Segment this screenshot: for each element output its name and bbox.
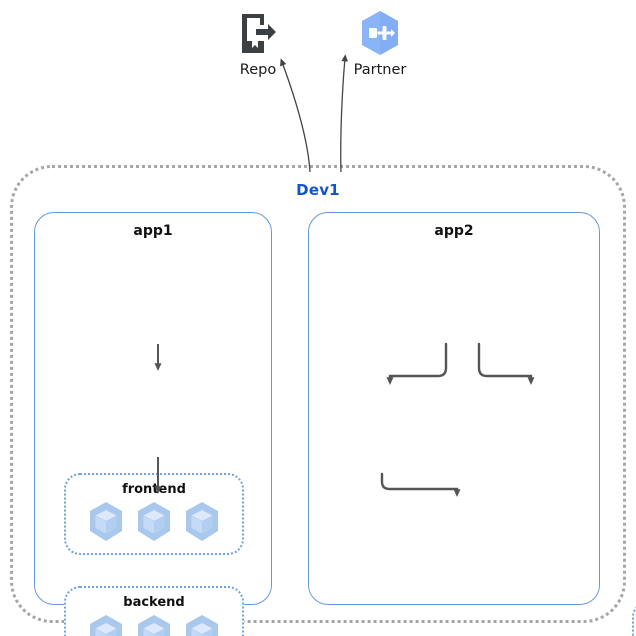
external-node-partner[interactable]: Partner	[325, 8, 435, 79]
pod-icon	[87, 501, 125, 543]
service-box-frontend[interactable]: frontend	[64, 473, 244, 555]
partner-hexagon-icon	[325, 8, 435, 58]
external-node-label: Partner	[353, 62, 407, 78]
app-title: app2	[434, 223, 474, 239]
pod-row	[66, 614, 242, 636]
pod-icon	[87, 614, 125, 636]
app-box-app1[interactable]: app1 frontend backend database	[34, 212, 272, 636]
external-node-repo[interactable]: Repo	[203, 8, 313, 79]
service-box-backend[interactable]: backend	[64, 586, 244, 636]
repository-export-icon	[203, 8, 313, 58]
pod-icon	[135, 614, 173, 636]
cluster-dev1[interactable]	[10, 165, 626, 623]
external-node-label: Repo	[239, 62, 277, 78]
pod-icon	[183, 614, 221, 636]
service-title: backend	[123, 595, 185, 610]
pod-icon	[183, 501, 221, 543]
pod-icon	[135, 501, 173, 543]
app-title: app1	[133, 223, 173, 239]
app-box-app2[interactable]: app2 sv1 svc2 svc3	[308, 212, 636, 636]
cluster-label: Dev1	[296, 181, 340, 199]
service-box-svc2[interactable]: svc2	[632, 601, 636, 636]
service-title: frontend	[122, 482, 186, 497]
pod-row	[66, 501, 242, 543]
